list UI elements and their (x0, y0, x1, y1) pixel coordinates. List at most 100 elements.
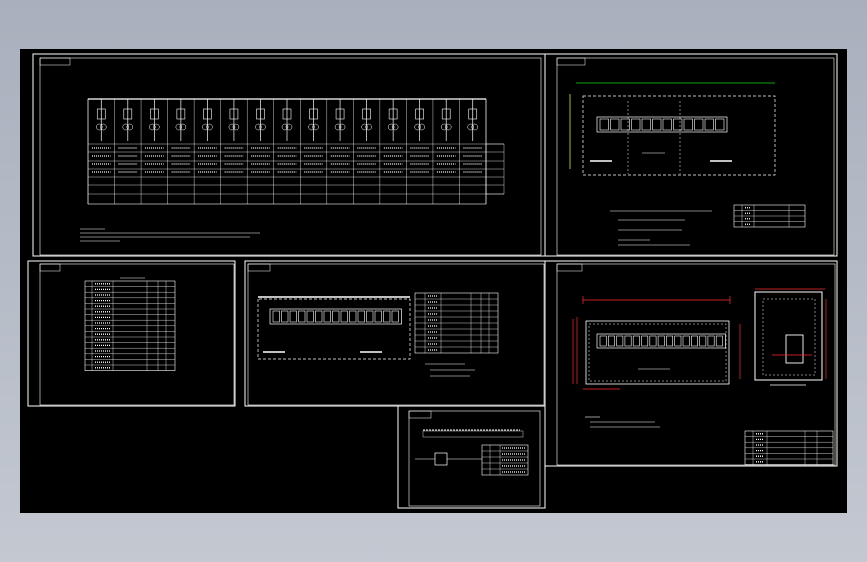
sld-panel-4 (171, 99, 191, 173)
cabinet-2 (610, 118, 620, 131)
cabinet-13 (699, 335, 707, 347)
cabinet-9 (683, 118, 693, 131)
ct-symbol (361, 123, 368, 131)
sheet-grounding-detail[interactable] (397, 405, 546, 509)
cabinet-14 (707, 335, 715, 347)
sld-panel-12 (383, 99, 403, 173)
ct-symbol (153, 123, 160, 131)
cabinet-11 (357, 310, 365, 323)
ct-symbol (202, 123, 209, 131)
breaker-symbol (256, 108, 265, 120)
cabinet-3 (616, 335, 624, 347)
sld-side-column (485, 143, 505, 195)
cabinet-row-plan-3 (596, 333, 726, 349)
ct-symbol (308, 123, 315, 131)
ct-symbol (387, 123, 395, 131)
cabinet-6 (652, 118, 662, 131)
breaker-symbol (123, 108, 133, 120)
breaker-symbol (335, 108, 345, 120)
cabinet-1 (599, 335, 607, 347)
sld-panel-13 (410, 99, 429, 173)
sld-panel-9 (304, 99, 323, 173)
cabinet-1 (599, 118, 609, 131)
ct-symbol (175, 123, 183, 131)
cabinet-3 (289, 310, 297, 323)
cabinet-5 (306, 310, 314, 323)
cabinet-7 (662, 118, 672, 131)
cabinet-row-plan-2 (269, 308, 402, 325)
ct-symbol (444, 123, 452, 131)
breaker-symbol (150, 108, 159, 120)
cabinet-row-outline (596, 333, 726, 349)
ct-symbol (418, 123, 425, 131)
breaker-symbol (309, 108, 318, 120)
cabinet-12 (366, 310, 374, 323)
breaker-symbol (415, 108, 424, 120)
cabinet-7 (323, 310, 331, 323)
sld-panel-5 (198, 99, 217, 173)
room-notes (425, 363, 475, 377)
cabinet-4 (631, 118, 641, 131)
cabinet-2 (281, 310, 289, 323)
ct-symbol (228, 123, 236, 131)
sld-panel-15 (463, 99, 483, 173)
cabinet-15 (715, 335, 723, 347)
cabinet-9 (666, 335, 674, 347)
ct-symbol (126, 123, 134, 131)
legend-table-top-right (733, 204, 806, 228)
ct-symbol (312, 123, 319, 131)
cabinet-11 (682, 335, 690, 347)
sheet-single-line-diagram[interactable] (32, 53, 546, 257)
breaker-symbol (441, 108, 451, 120)
cabinet-6 (315, 310, 323, 323)
breaker-symbol (388, 108, 398, 120)
ct-symbol (206, 123, 213, 131)
cabinet-8 (657, 335, 665, 347)
elevation-view (754, 291, 827, 386)
sld-panel-10 (330, 99, 350, 173)
ct-symbol (179, 123, 187, 131)
sheet-materials-table[interactable] (27, 260, 236, 407)
sld-panel-3 (145, 99, 164, 173)
sheet-equipment-layout-plan[interactable] (544, 53, 838, 257)
sld-panel-2 (118, 99, 138, 173)
ct-symbol (96, 123, 103, 131)
cabinet-9 (340, 310, 348, 323)
single-line-bus-panels (87, 98, 505, 205)
cad-model-space[interactable] (20, 49, 847, 513)
sld-panel-11 (357, 99, 376, 173)
cabinet-12 (690, 335, 698, 347)
materials-list-table (84, 280, 176, 371)
sheet-section-elevation-plan[interactable] (544, 260, 838, 467)
ct-symbol (338, 123, 346, 131)
drawing-svg (27, 53, 838, 509)
cabinet-8 (673, 118, 683, 131)
ct-symbol (471, 123, 478, 131)
ct-symbol (232, 123, 240, 131)
ct-symbol (285, 123, 293, 131)
ct-symbol (334, 123, 342, 131)
sheet-room-layout-plan[interactable] (244, 260, 546, 407)
cabinet-5 (632, 335, 640, 347)
sld-notes (80, 228, 260, 242)
cabinet-2 (607, 335, 615, 347)
cabinet-row-outline (596, 116, 728, 133)
cabinet-12 (715, 118, 725, 131)
ct-symbol (467, 123, 474, 131)
cabinet-10 (349, 310, 357, 323)
sld-panel-14 (436, 99, 456, 173)
busbar-header (422, 430, 524, 438)
red-dimensions (572, 288, 825, 390)
cabinet-6 (641, 335, 649, 347)
breaker-symbol (96, 108, 106, 120)
breaker-symbol (203, 108, 212, 120)
sld-panel-1 (91, 99, 111, 173)
cabinet-10 (674, 335, 682, 347)
breaker-symbol (229, 108, 239, 120)
cabinet-15 (391, 310, 399, 323)
cabinet-3 (620, 118, 630, 131)
ct-symbol (365, 123, 372, 131)
plan-notes (610, 210, 712, 246)
legend-table-bottom-right (744, 430, 834, 465)
ct-symbol (149, 123, 156, 131)
